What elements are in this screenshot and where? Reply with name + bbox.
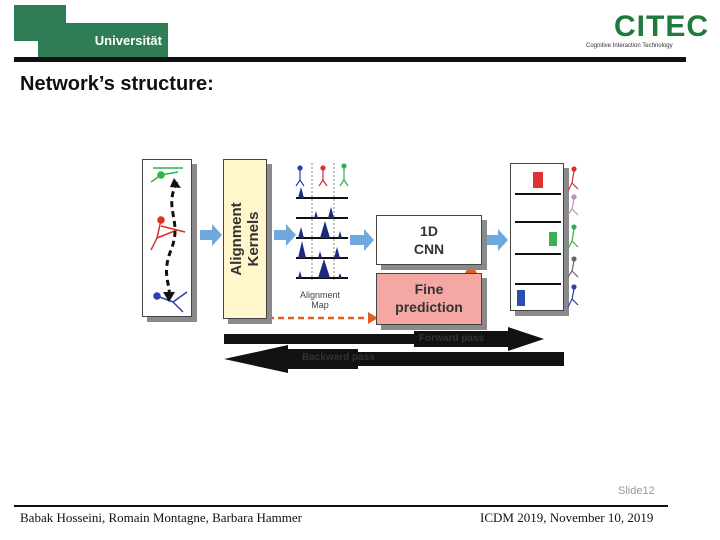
arrow-kernels-to-map	[274, 224, 296, 246]
alignment-map-graphic	[295, 163, 349, 280]
forward-pass-label: Forward pass	[419, 333, 485, 344]
footer-divider	[14, 505, 668, 507]
cnn-line2: CNN	[413, 241, 445, 257]
output-skeleton-green-icon	[567, 224, 579, 250]
network-diagram: Alignment Kernels Alignment Map 1D CNN F…	[138, 155, 586, 375]
arrow-input-to-kernels	[200, 224, 222, 246]
skeleton-blue-icon	[153, 291, 188, 313]
slide-title: Network’s structure:	[20, 73, 214, 95]
alignment-map-caption-line2: Map	[311, 300, 329, 310]
university-logo: Universität Bielefeld	[14, 5, 168, 84]
fine-prediction-line1: Fine	[414, 281, 444, 297]
output-blue-activation	[517, 290, 525, 306]
header-divider	[14, 57, 686, 62]
input-sequence-panel	[142, 159, 192, 317]
output-prediction-panel	[510, 163, 564, 311]
alignment-map-caption: Alignment Map	[290, 290, 350, 310]
cnn-line1: 1D	[420, 223, 438, 239]
university-logo-text: Universität Bielefeld	[38, 23, 168, 84]
alignment-map-caption-line1: Alignment	[299, 290, 341, 300]
map-skeleton-blue-icon	[295, 165, 305, 187]
arrow-cnn-to-output	[486, 229, 508, 251]
citec-tagline: Cognitive Interaction Technology	[586, 43, 673, 49]
skeleton-red-icon	[150, 216, 186, 251]
skeleton-green-icon	[150, 167, 183, 183]
citec-logo: CITEC Cognitive Interaction Technology	[584, 10, 718, 52]
backward-pass-arrow	[224, 345, 564, 373]
fine-prediction-line2: prediction	[395, 299, 463, 315]
alignment-kernels-box: Alignment Kernels	[223, 159, 267, 319]
output-skeleton-red-icon	[567, 166, 579, 192]
citec-logo-text: CITEC	[614, 10, 709, 43]
motion-trajectory-arrow	[165, 181, 179, 296]
arrow-map-to-cnn	[350, 229, 374, 251]
forward-pass-arrow	[224, 327, 544, 351]
cnn-box: 1D CNN	[376, 215, 482, 265]
output-skeleton-blue-icon	[567, 284, 579, 308]
map-skeleton-green-icon	[339, 163, 349, 187]
map-skeleton-red-icon	[318, 165, 328, 187]
output-green-activation	[549, 232, 557, 246]
output-skeleton-pink-icon	[567, 194, 579, 216]
input-skeletons-graphic	[150, 167, 188, 313]
fine-prediction-box: Fine prediction	[376, 273, 482, 325]
output-skeleton-gray-icon	[567, 256, 579, 278]
backward-pass-label: Backward pass	[302, 352, 375, 363]
footer-authors: Babak Hosseini, Romain Montagne, Barbara…	[20, 510, 302, 525]
output-red-activation	[533, 172, 543, 188]
output-skeletons-graphic	[567, 166, 579, 308]
footer-venue: ICDM 2019, November 10, 2019	[480, 510, 654, 525]
slide-number: Slide12	[618, 485, 655, 497]
output-prediction-graphic	[515, 172, 561, 306]
diagram-connectors	[200, 163, 564, 373]
